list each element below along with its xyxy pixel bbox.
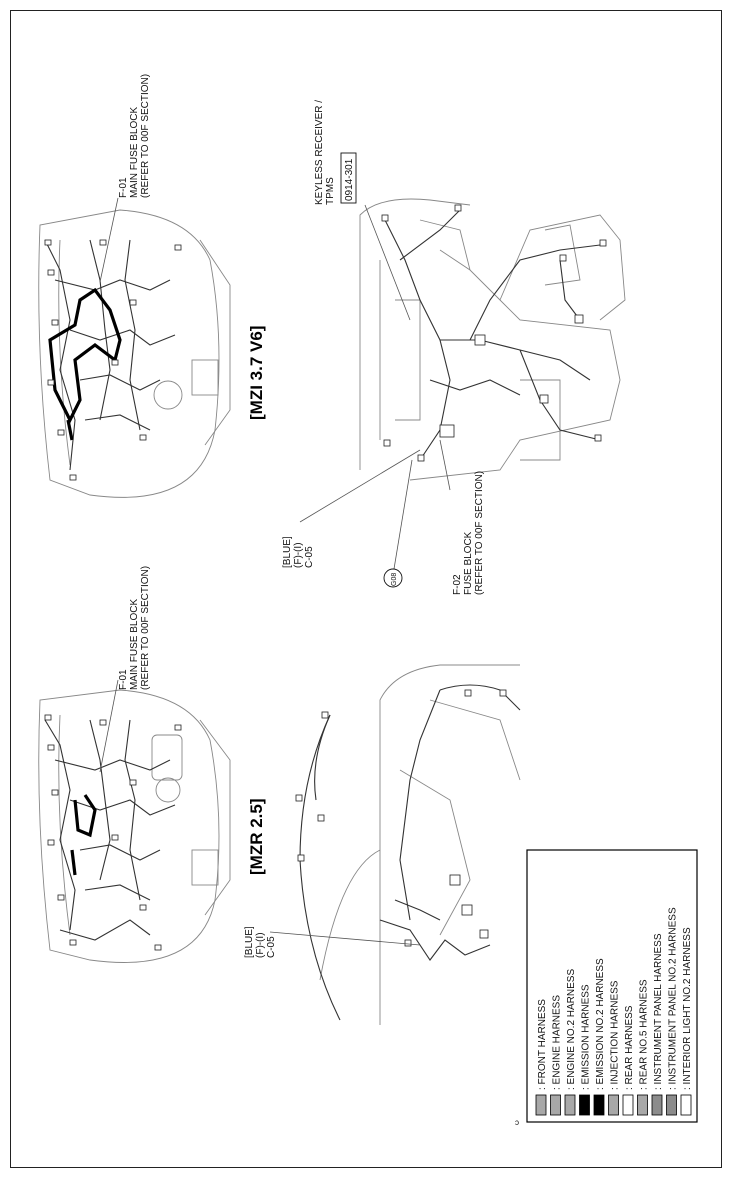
svg-text:MAIN FUSE BLOCK: MAIN FUSE BLOCK (129, 107, 140, 198)
svg-text:[BLUE]: [BLUE] (244, 926, 255, 958)
legend-swatch (550, 1094, 561, 1116)
svg-text:G08: G08 (391, 573, 398, 586)
svg-text:(REFER TO 00F SECTION): (REFER TO 00F SECTION) (474, 471, 485, 595)
legend-swatch (608, 1094, 619, 1116)
svg-text:F-01: F-01 (118, 669, 129, 690)
view-title-mzr: [MZR 2.5] (247, 799, 266, 876)
svg-text:TPMS: TPMS (325, 177, 336, 205)
legend-label: : ENGINE NO.2 HARNESS (566, 969, 577, 1090)
svg-text:C-05: C-05 (304, 546, 315, 568)
legend-label: : REAR HARNESS (624, 1005, 635, 1090)
svg-text:ɔ: ɔ (515, 1118, 519, 1127)
legend-swatch (637, 1094, 648, 1116)
legend-swatch (564, 1094, 576, 1116)
legend-label: : EMISSION HARNESS (581, 984, 592, 1090)
svg-text:KEYLESS RECEIVER /: KEYLESS RECEIVER / (314, 100, 325, 205)
ground-g08: G08 (383, 568, 403, 588)
legend-label: : INJECTION HARNESS (610, 980, 621, 1090)
legend-swatch (579, 1094, 590, 1116)
legend-label: : FRONT HARNESS (537, 999, 548, 1090)
callout-mzi-c05: [BLUE] (F)-(I) C-05 (282, 536, 315, 568)
page-border (10, 10, 722, 1168)
svg-text:(REFER TO 00F SECTION): (REFER TO 00F SECTION) (140, 74, 151, 198)
legend-label: : INTERIOR LIGHT NO.2 HARNESS (682, 927, 693, 1090)
mzi-cabin-view (299, 198, 626, 576)
legend-label: : INSTRUMENT PANEL HARNESS (653, 933, 664, 1090)
legend-label: : EMISSION NO.2 HARNESS (595, 958, 606, 1090)
svg-text:F-01: F-01 (118, 177, 129, 198)
legend-swatch (666, 1094, 677, 1116)
legend-swatch (622, 1094, 634, 1116)
svg-text:(REFER TO 00F SECTION): (REFER TO 00F SECTION) (140, 566, 151, 690)
callout-mzr-f01: F-01 MAIN FUSE BLOCK (REFER TO 00F SECTI… (118, 566, 151, 690)
callout-mzr-c05: [BLUE] (F)-(I) C-05 (244, 926, 277, 958)
svg-text:C-05: C-05 (266, 936, 277, 958)
callout-mzi-f02: F-02 FUSE BLOCK (REFER TO 00F SECTION) (452, 471, 485, 595)
legend-label: : INSTRUMENT PANEL NO.2 HARNESS (668, 907, 679, 1090)
callout-keyless: KEYLESS RECEIVER / TPMS 0914-301 (314, 100, 357, 205)
svg-text:F-02: F-02 (452, 574, 463, 595)
legend-swatch (680, 1094, 692, 1116)
svg-text:FUSE BLOCK: FUSE BLOCK (463, 531, 474, 595)
mzr-cabin-view (269, 664, 521, 1025)
svg-text:(F)-(I): (F)-(I) (255, 932, 266, 958)
legend-label: : ENGINE HARNESS (552, 995, 563, 1090)
legend-swatch (535, 1094, 547, 1116)
svg-text:0914-301: 0914-301 (344, 158, 355, 201)
svg-text:[BLUE]: [BLUE] (282, 536, 293, 568)
view-title-mzi: [MZI 3.7 V6] (247, 326, 266, 420)
legend-swatch (651, 1094, 663, 1116)
mzi-engine-bay (38, 197, 231, 498)
harness-legend: : FRONT HARNESS : ENGINE HARNESS: ENGINE … (526, 849, 698, 1123)
svg-text:(F)-(I): (F)-(I) (293, 542, 304, 568)
svg-text:MAIN FUSE BLOCK: MAIN FUSE BLOCK (129, 599, 140, 690)
callout-mzi-f01: F-01 MAIN FUSE BLOCK (REFER TO 00F SECTI… (118, 74, 151, 198)
mzr-engine-bay (38, 679, 231, 963)
legend-swatch (593, 1094, 605, 1116)
legend-label: : REAR NO.5 HARNESS (639, 979, 650, 1090)
